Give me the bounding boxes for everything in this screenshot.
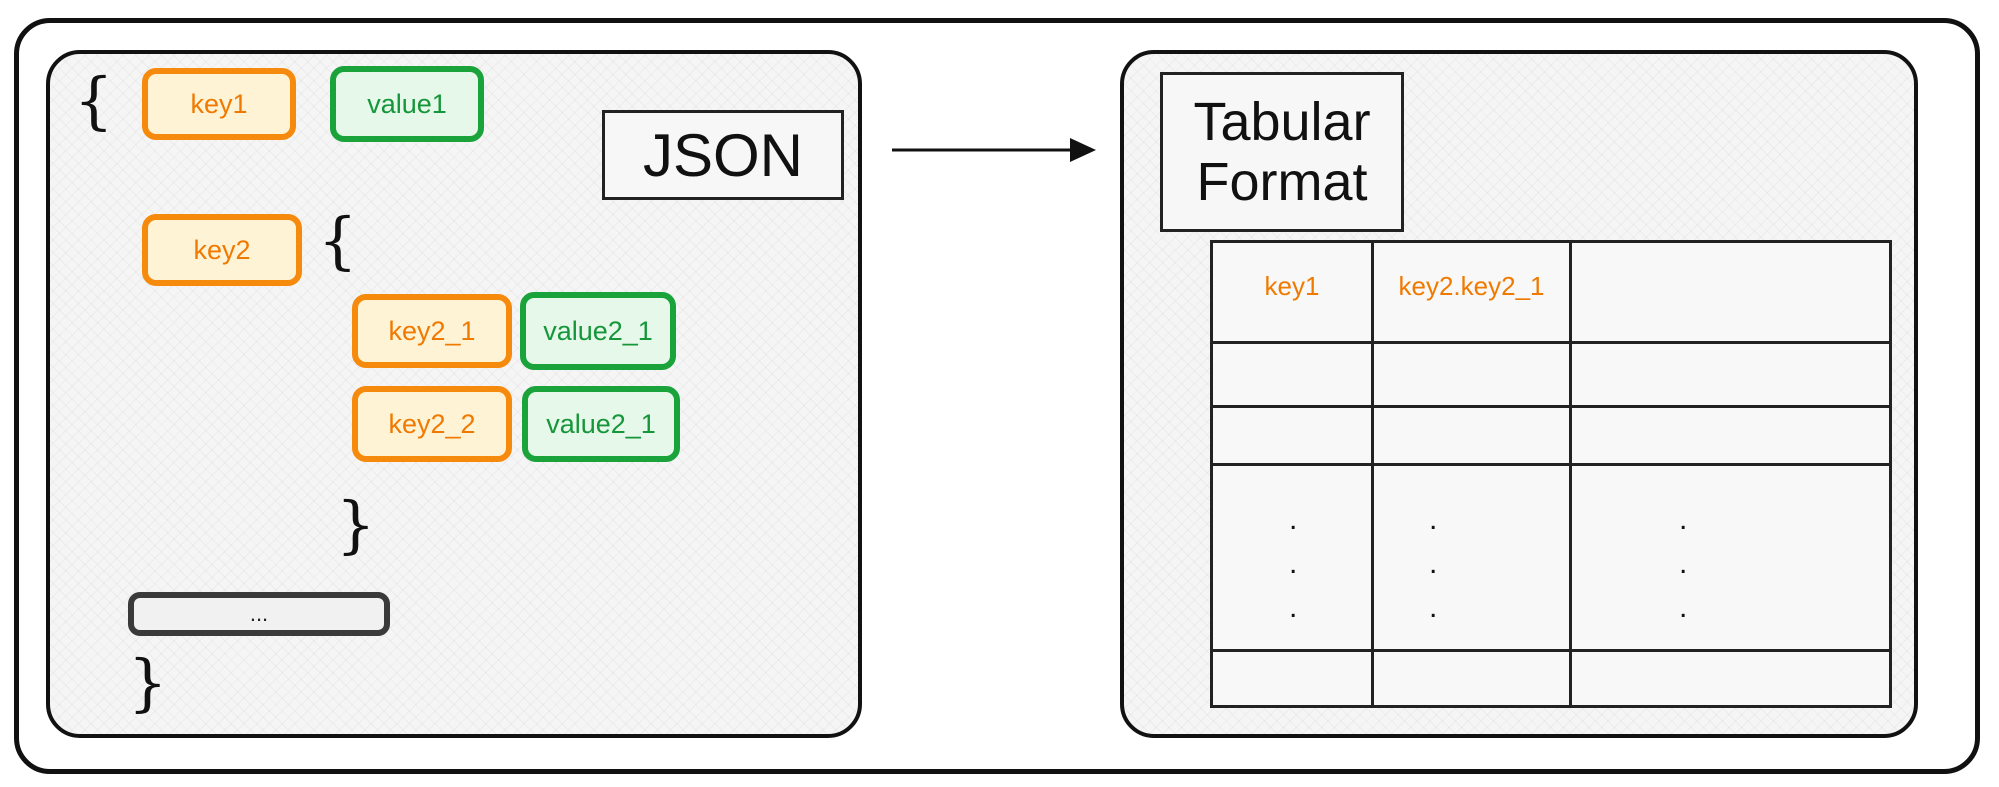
ellipsis-box: ... <box>128 592 390 636</box>
json-open-brace: { <box>74 64 114 137</box>
column-divider <box>1569 243 1572 705</box>
continuation-dot: . <box>1679 591 1688 624</box>
value2-1-box: value2_1 <box>520 292 676 370</box>
tabular-title-line1: Tabular <box>1193 91 1371 152</box>
continuation-dot: . <box>1429 591 1438 624</box>
arrow-right-icon <box>892 138 1096 162</box>
table-header-key1: key1 <box>1264 271 1320 301</box>
key2-2-box: key2_2 <box>352 386 512 462</box>
key2-1-box: key2_1 <box>352 294 512 368</box>
key1-box: key1 <box>142 68 296 140</box>
continuation-dot: . <box>1289 591 1298 624</box>
column-divider <box>1371 243 1374 705</box>
tabular-title-line2: Format <box>1196 152 1368 212</box>
value1-box: value1 <box>330 66 484 142</box>
json-close-brace: } <box>128 646 168 719</box>
nested-open-brace: { <box>318 204 358 277</box>
continuation-dot: . <box>1289 503 1298 536</box>
key2-box: key2 <box>142 214 302 286</box>
continuation-dot: . <box>1679 503 1688 536</box>
continuation-dot: . <box>1289 547 1298 580</box>
row-divider <box>1213 649 1889 652</box>
continuation-dot: . <box>1679 547 1688 580</box>
row-divider <box>1213 463 1889 466</box>
continuation-dot: . <box>1429 503 1438 536</box>
table: key1 key2.key2_1 . . . . . . . . . <box>1210 240 1892 708</box>
continuation-dot: . <box>1429 547 1438 580</box>
json-label: JSON <box>602 110 844 200</box>
row-divider <box>1213 405 1889 408</box>
table-header-key2-key2-1: key2.key2_1 <box>1398 271 1545 301</box>
row-divider <box>1213 341 1889 344</box>
value2-2-box: value2_1 <box>522 386 680 462</box>
nested-close-brace: } <box>336 488 376 561</box>
tabular-format-label: Tabular Format <box>1160 72 1404 232</box>
